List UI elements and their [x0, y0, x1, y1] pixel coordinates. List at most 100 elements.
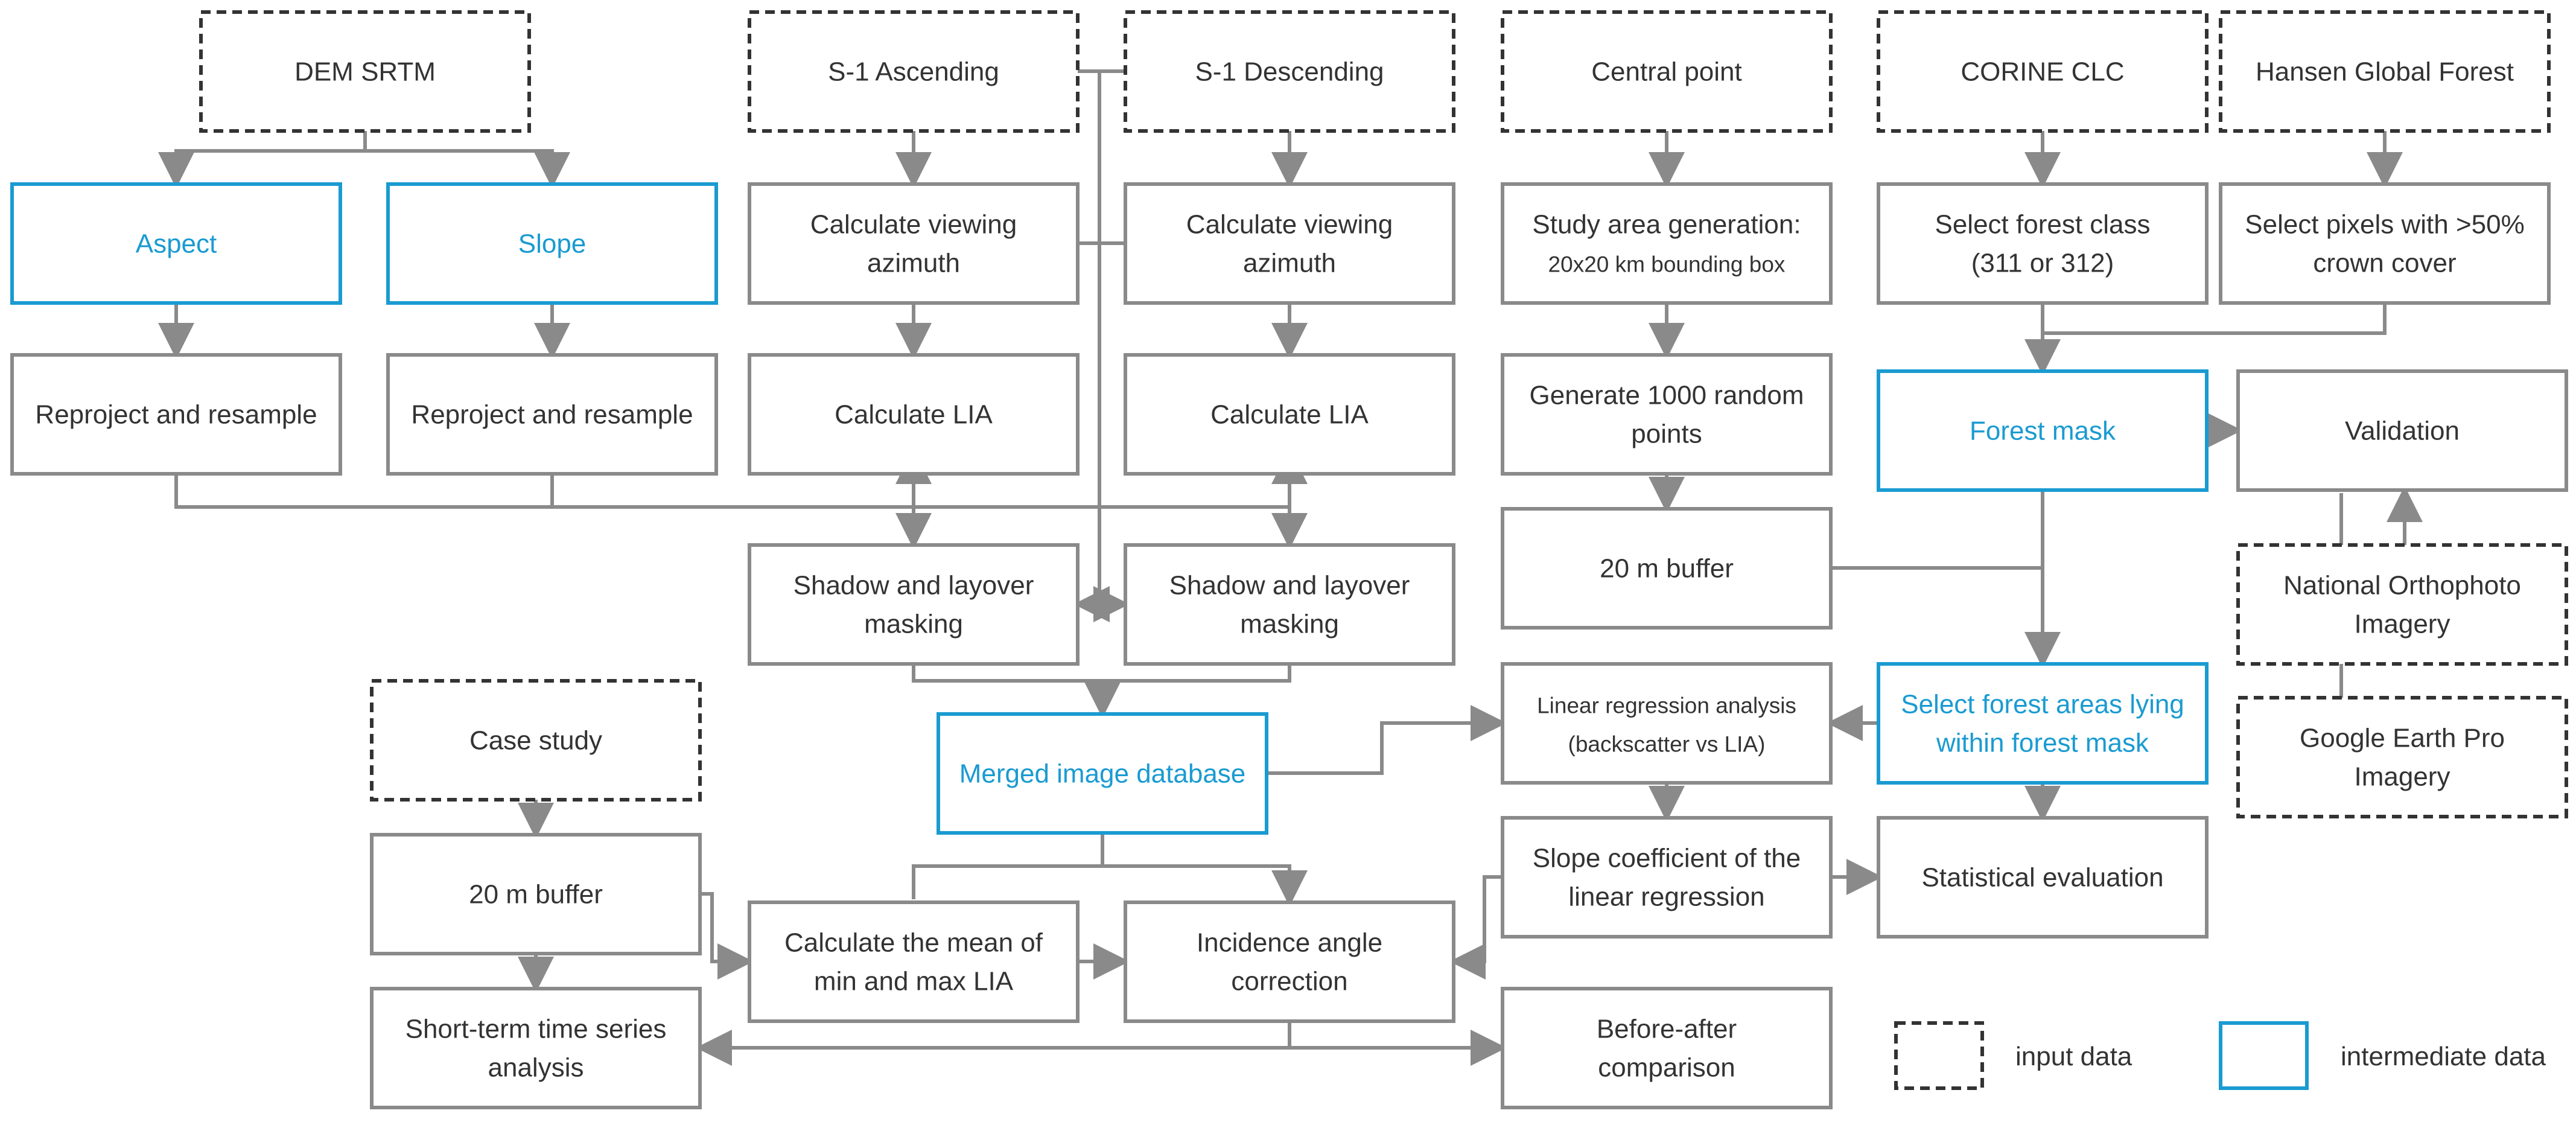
node-box	[1124, 900, 1455, 1023]
node-forest-class: Select forest class(311 or 312)	[1877, 182, 2209, 305]
node-box	[1877, 662, 2209, 785]
node-label: Central point	[1591, 57, 1741, 87]
node-box	[386, 182, 718, 305]
node-lia-asc: Calculate LIA	[748, 353, 1080, 476]
node-box	[748, 182, 1080, 305]
node-stat-eval: Statistical evaluation	[1877, 816, 2209, 939]
node-box	[1501, 182, 1833, 305]
node-label: correction	[1231, 967, 1347, 996]
node-box	[370, 987, 702, 1109]
node-label: Shadow and layover	[1169, 571, 1410, 601]
node-box	[386, 353, 718, 476]
slopecoef-to-incangle-arrow	[1449, 875, 1503, 980]
node-label: azimuth	[1243, 249, 1336, 278]
node-box	[370, 833, 702, 955]
node-label: comparison	[1598, 1053, 1735, 1083]
node-label: linear regression	[1568, 882, 1764, 912]
node-label: Linear regression analysis	[1537, 693, 1796, 718]
node-box	[2236, 543, 2568, 666]
node-label: Google Earth Pro	[2300, 724, 2505, 753]
node-label: masking	[864, 610, 963, 639]
node-label: Imagery	[2355, 610, 2450, 639]
node-box	[748, 10, 1080, 133]
node-label: Statistical evaluation	[1921, 863, 2163, 893]
node-lin-reg: Linear regression analysis (backscatter v…	[1501, 662, 1833, 785]
node-label: analysis	[488, 1053, 584, 1083]
node-label: Shadow and layover	[793, 571, 1034, 601]
node-label: Validation	[2345, 416, 2460, 446]
node-slope: Slope	[386, 182, 718, 305]
node-label: Incidence angle	[1197, 928, 1382, 958]
node-label: DEM SRTM	[294, 57, 436, 87]
node-box	[370, 679, 702, 802]
node-central-point: Central point	[1501, 10, 1833, 133]
node-label: azimuth	[867, 249, 960, 278]
node-label: Forest mask	[1970, 416, 2116, 446]
node-box	[1124, 353, 1455, 476]
node-label: Select pixels with >50%	[2245, 210, 2524, 240]
node-inc-angle: Incidence angle correction	[1124, 900, 1455, 1023]
node-layer: DEM SRTM S-1 Ascending S-1 Descending Centr…	[10, 10, 2568, 1109]
node-label: S-1 Descending	[1195, 57, 1384, 87]
node-validation: Validation	[2236, 369, 2568, 492]
merged-to-linreg-arrow	[1267, 705, 1507, 775]
node-box	[1501, 662, 1833, 785]
node-label: within forest mask	[1936, 728, 2149, 758]
node-box	[2219, 10, 2551, 133]
node-box	[937, 712, 1268, 835]
legend-input-label: input data	[2015, 1042, 2132, 1071]
node-box	[2236, 369, 2568, 492]
node-reproj-aspect: Reproject and resample	[10, 353, 342, 476]
node-box	[10, 182, 342, 305]
node-label: (backscatter vs LIA)	[1568, 732, 1766, 757]
legend-input-swatch	[1894, 1021, 1984, 1090]
connector-layer	[158, 69, 2405, 1066]
node-box	[199, 10, 531, 133]
node-dem-srtm: DEM SRTM	[199, 10, 531, 133]
node-buffer-20m-a: 20 m buffer	[1501, 507, 1833, 630]
node-select-forest: Select forest areas lying within forest m…	[1877, 662, 2209, 785]
legend: input data intermediate data	[1894, 1021, 2546, 1090]
node-shadow-asc: Shadow and layover masking	[748, 543, 1080, 666]
node-label: crown cover	[2313, 249, 2456, 278]
node-box	[1124, 543, 1455, 666]
reproj-to-shadow-lines-arrow	[174, 474, 1290, 509]
dem-to-slope-arrow	[365, 149, 570, 188]
node-study-area: Study area generation:20x20 km bounding …	[1501, 182, 1833, 305]
node-label: S-1 Ascending	[828, 57, 999, 87]
node-s1-asc: S-1 Ascending	[748, 10, 1080, 133]
node-s1-desc: S-1 Descending	[1124, 10, 1455, 133]
node-box	[1877, 816, 2209, 939]
node-label: masking	[1240, 610, 1339, 639]
classes-to-forestmask-arrow	[2043, 303, 2387, 368]
node-box	[1877, 369, 2209, 492]
dem-to-aspect-arrow	[158, 131, 367, 188]
node-box	[1877, 182, 2209, 305]
node-lia-desc: Calculate LIA	[1124, 353, 1455, 476]
node-hansen: Hansen Global Forest	[2219, 10, 2551, 133]
node-label: Imagery	[2355, 762, 2450, 792]
node-label: Slope coefficient of the	[1533, 844, 1801, 873]
merged-down-split-arrow	[912, 833, 1290, 899]
node-buffer-20m-b: 20 m buffer	[370, 833, 702, 955]
node-label: Slope	[518, 229, 587, 259]
node-label: Case study	[469, 726, 602, 756]
shadow-to-merged-arrow	[912, 664, 1291, 711]
node-reproj-slope: Reproject and resample	[386, 353, 718, 476]
node-label: Calculate LIA	[835, 400, 993, 430]
node-label: 20 m buffer	[1600, 554, 1734, 584]
node-box	[748, 543, 1080, 666]
node-label: Reproject and resample	[35, 400, 317, 430]
node-crown-cover: Select pixels with >50% crown cover	[2219, 182, 2551, 305]
node-box	[1501, 987, 1833, 1109]
node-case-study: Case study	[370, 679, 702, 802]
node-label: Calculate the mean of	[784, 928, 1043, 958]
node-label: Select forest areas lying	[1901, 690, 2184, 719]
node-box	[1124, 182, 1455, 305]
